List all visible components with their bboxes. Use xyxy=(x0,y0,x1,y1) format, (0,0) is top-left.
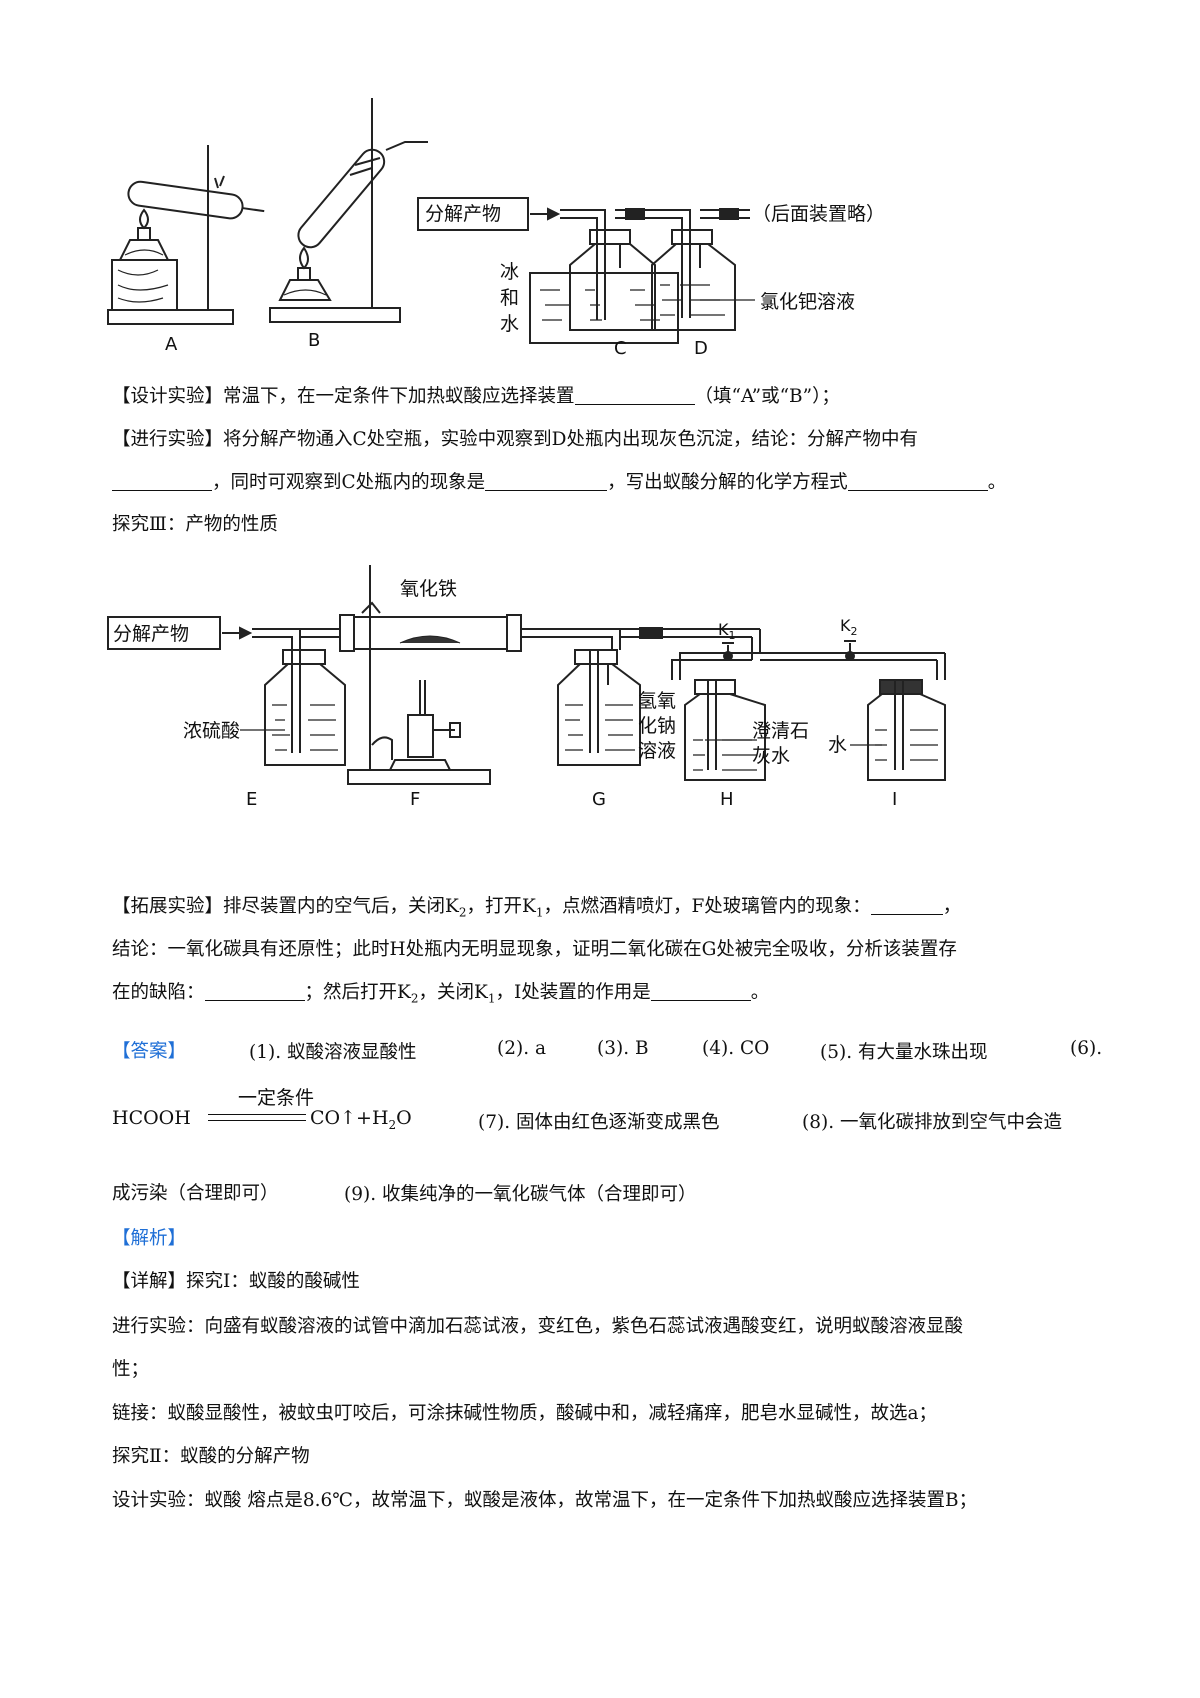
answer-item-5: (5). 有大量水珠出现 xyxy=(820,1042,988,1063)
design-line: 【设计实验】常温下，在一定条件下加热蚁酸应选择装置 （填“A”或“B”）； xyxy=(112,383,1102,411)
apparatus-a xyxy=(107,145,265,325)
ice-label-1: 冰 xyxy=(500,261,519,283)
answer-item-8-cont: 成污染（合理即可） xyxy=(112,1183,279,1204)
answer-item-9: (9). 收集纯净的一氧化碳气体（合理即可） xyxy=(344,1184,697,1205)
blank-3[interactable] xyxy=(485,470,608,491)
pdcl2-label: 氯化钯溶液 xyxy=(760,291,855,313)
figure-apparatus-efghi: E F G H I 分解产物 氧化铁 浓硫酸 氢氧 化钠 溶液 澄清石 灰水 水… xyxy=(0,555,1200,855)
answer-item-2: (2). a xyxy=(497,1038,546,1059)
analysis-p4: 设计实验：蚁酸 熔点是8.6℃，故常温下，蚁酸是液体，故常温下，在一定条件下加热… xyxy=(112,1490,978,1511)
naoh-label-3: 溶液 xyxy=(638,740,676,762)
label-h: H xyxy=(720,789,734,810)
extend-line-3: 在的缺陷：；然后打开K2，关闭K1，Ⅰ处装置的作用是。 xyxy=(112,980,770,1006)
decomp-box-1 xyxy=(417,197,561,231)
limewater-label-1: 澄清石 xyxy=(752,720,809,742)
detail-line: 【详解】探究Ⅰ：蚁酸的酸碱性 xyxy=(112,1271,360,1292)
decomp-box-label-1: 分解产物 xyxy=(425,203,501,225)
blank-1[interactable] xyxy=(574,384,695,405)
conduct-seg-b: ，写出蚁酸分解的化学方程式 xyxy=(607,472,848,493)
answer-item-4: (4). CO xyxy=(702,1038,770,1059)
answer-item-3: (3). B xyxy=(597,1038,649,1059)
label-b: B xyxy=(308,330,320,351)
decomp-box-label-2: 分解产物 xyxy=(113,623,189,645)
k1-label: K1 xyxy=(718,620,736,642)
analysis-p1b: 性； xyxy=(112,1359,150,1380)
conduct-seg-a: ，同时可观察到C处瓶内的现象是 xyxy=(212,472,486,493)
k2-label: K2 xyxy=(840,616,858,638)
design-text: 常温下，在一定条件下加热蚁酸应选择装置 xyxy=(223,386,575,407)
equation-left: HCOOH xyxy=(112,1107,191,1129)
bottle-g xyxy=(557,649,641,766)
equation-right: CO↑+H2O xyxy=(310,1107,412,1132)
ice-label-2: 和 xyxy=(500,287,519,309)
extend-tag: 【拓展实验】 xyxy=(112,896,224,917)
blank-5[interactable] xyxy=(870,894,943,915)
analysis-p2: 链接：蚁酸显酸性，被蚊虫叮咬后，可涂抹碱性物质，酸碱中和，减轻痛痒，肥皂水显碱性… xyxy=(112,1403,938,1424)
extend-line-1: 【拓展实验】排尽装置内的空气后，关闭K2，打开K1，点燃酒精喷灯，F处玻璃管内的… xyxy=(112,894,962,920)
conduct-line-2: ，同时可观察到C处瓶内的现象是 ，写出蚁酸分解的化学方程式 。 xyxy=(112,469,1102,497)
blank-7[interactable] xyxy=(650,980,751,1001)
extend-line-2: 结论：一氧化碳具有还原性；此时H处瓶内无明显现象，证明二氧化碳在G处被完全吸收，… xyxy=(112,939,957,960)
explore3-heading: 探究Ⅲ：产物的性质 xyxy=(112,514,278,535)
blank-2[interactable] xyxy=(112,470,212,491)
equation-condition: 一定条件 xyxy=(238,1087,315,1109)
blank-6[interactable] xyxy=(204,980,305,1001)
analysis-tag: 【解析】 xyxy=(112,1228,187,1249)
naoh-label-1: 氢氧 xyxy=(638,690,676,712)
design-tail: （填“A”或“B”）； xyxy=(694,386,840,407)
bottle-h xyxy=(684,679,766,781)
naoh-label-2: 化钠 xyxy=(638,715,676,737)
label-i: I xyxy=(892,789,897,810)
bottle-i xyxy=(850,679,946,781)
answer-item-6: (6). xyxy=(1070,1038,1103,1059)
bottle-c xyxy=(569,229,656,331)
water-label: 水 xyxy=(828,734,847,756)
label-c: C xyxy=(614,338,627,359)
conduct-end: 。 xyxy=(987,472,1007,493)
equation-equals xyxy=(208,1114,306,1121)
answer-item-1: (1). 蚁酸溶液显酸性 xyxy=(249,1042,417,1063)
conduct-line-1: 【进行实验】将分解产物通入C处空瓶，实验中观察到D处瓶内出现灰色沉淀，结论：分解… xyxy=(112,426,1102,454)
conduct-text: 将分解产物通入C处空瓶，实验中观察到D处瓶内出现灰色沉淀，结论：分解产物中有 xyxy=(223,429,919,450)
blank-4[interactable] xyxy=(847,470,988,491)
limewater-label-2: 灰水 xyxy=(752,745,790,767)
bottle-d xyxy=(651,229,755,331)
figure-apparatus-abcd: A B C D 分解产物 （后面装置略） 冰 和 水 氯化钯溶液 xyxy=(0,90,1200,390)
label-g: G xyxy=(592,789,606,810)
h2so4-label: 浓硫酸 xyxy=(183,720,240,742)
iron-oxide-label: 氧化铁 xyxy=(400,578,457,600)
bottle-e xyxy=(240,649,346,766)
analysis-p1: 进行实验：向盛有蚁酸溶液的试管中滴加石蕊试液，变红色，紫色石蕊试液遇酸变红，说明… xyxy=(112,1316,964,1337)
label-f: F xyxy=(410,789,420,810)
apparatus-f xyxy=(339,565,522,785)
label-e: E xyxy=(246,789,257,810)
conduct-tag: 【进行实验】 xyxy=(112,429,224,450)
answer-item-7: (7). 固体由红色逐渐变成黑色 xyxy=(478,1112,720,1133)
later-note: （后面装置略） xyxy=(752,203,885,225)
apparatus-b xyxy=(269,98,428,323)
analysis-p3: 探究Ⅱ：蚁酸的分解产物 xyxy=(112,1446,310,1467)
label-d: D xyxy=(694,338,708,359)
answer-item-8: (8). 一氧化碳排放到空气中会造 xyxy=(802,1112,1062,1133)
answer-tag: 【答案】 xyxy=(112,1041,187,1062)
label-a: A xyxy=(165,334,178,355)
design-tag: 【设计实验】 xyxy=(112,386,224,407)
ice-label-3: 水 xyxy=(500,313,519,335)
